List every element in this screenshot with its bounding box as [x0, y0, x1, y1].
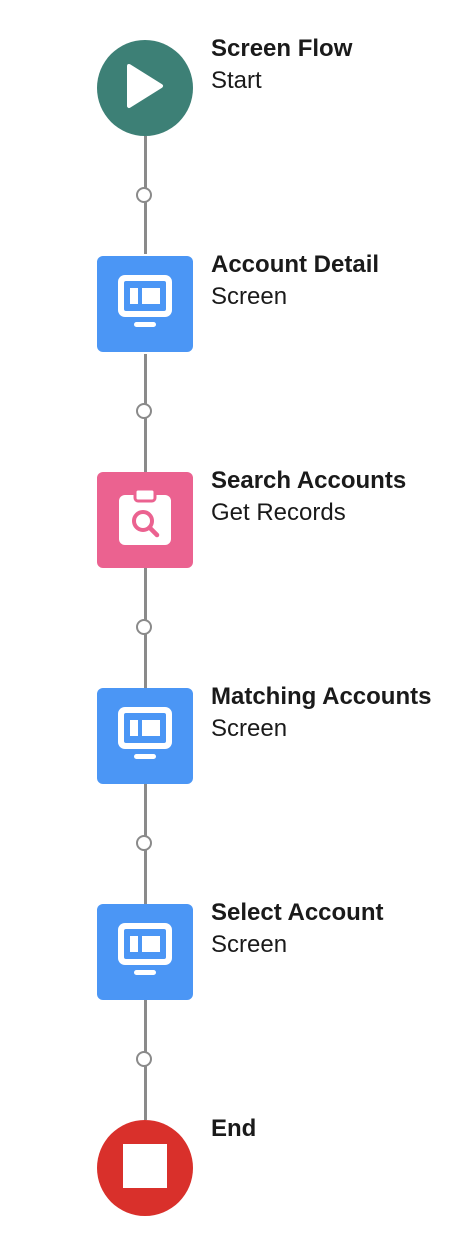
screen-icon: [114, 271, 176, 338]
element-type: Screen: [211, 715, 288, 742]
screen-element-account-detail[interactable]: [97, 256, 193, 352]
add-element-connector[interactable]: [136, 835, 152, 851]
screen-element-label[interactable]: Account Detail Screen: [211, 249, 379, 313]
element-title: Select Account: [211, 899, 384, 926]
add-element-connector[interactable]: [136, 187, 152, 203]
add-element-connector[interactable]: [136, 1051, 152, 1067]
screen-element-label[interactable]: Select Account Screen: [211, 897, 384, 961]
get-records-element-search-accounts[interactable]: [97, 472, 193, 568]
screen-element-matching-accounts[interactable]: [97, 688, 193, 784]
start-node-label[interactable]: Screen Flow Start: [211, 33, 352, 97]
element-type: Screen: [211, 931, 288, 958]
screen-icon: [114, 703, 176, 770]
stop-icon: [123, 1143, 167, 1193]
element-title: Screen Flow: [211, 35, 353, 62]
element-title: Matching Accounts: [211, 683, 432, 710]
start-node[interactable]: [97, 40, 193, 136]
end-node-label[interactable]: End: [211, 1113, 256, 1145]
add-element-connector[interactable]: [136, 619, 152, 635]
screen-element-label[interactable]: Matching Accounts Screen: [211, 681, 431, 745]
element-type: Screen: [211, 283, 288, 310]
screen-element-select-account[interactable]: [97, 904, 193, 1000]
element-title: End: [211, 1115, 257, 1142]
get-records-element-label[interactable]: Search Accounts Get Records: [211, 465, 406, 529]
add-element-connector[interactable]: [136, 403, 152, 419]
screen-icon: [114, 919, 176, 986]
element-type: Get Records: [211, 499, 346, 526]
element-title: Account Detail: [211, 251, 380, 278]
element-title: Search Accounts: [211, 467, 407, 494]
play-icon: [125, 63, 165, 114]
element-type: Start: [211, 67, 262, 94]
clipboard-search-icon: [115, 487, 175, 554]
end-node[interactable]: [97, 1120, 193, 1216]
